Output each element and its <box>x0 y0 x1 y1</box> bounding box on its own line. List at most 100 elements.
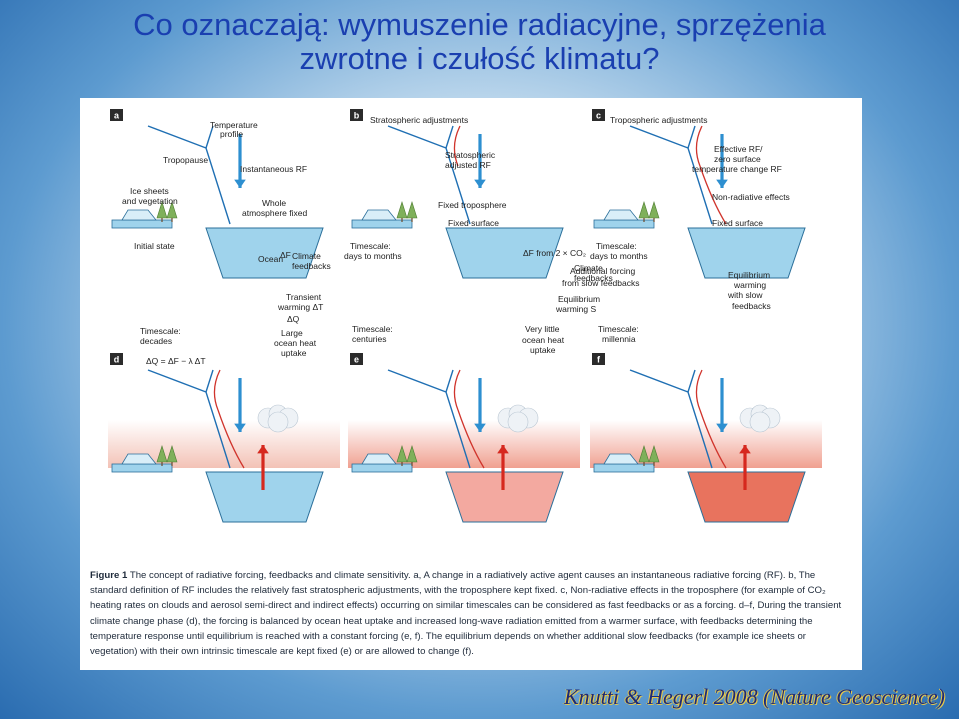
panel-e-profile-red-low <box>457 409 485 469</box>
panel-e-label-3: Equilibrium <box>558 294 600 304</box>
panel-f-profile-red <box>695 369 703 411</box>
panel-a-land <box>111 219 173 229</box>
panel-b-profile-strat <box>445 125 454 149</box>
panel-e-ocean <box>445 471 564 523</box>
panel-c-tree-2 <box>648 200 660 219</box>
panel-b-tree-2 <box>406 200 418 219</box>
panel-c-profile-strat <box>687 125 696 149</box>
panel-a-label-3: Instantaneous RF <box>240 164 307 174</box>
panel-f-ice-sheet <box>603 453 639 465</box>
panel-a-letter: a <box>114 111 120 121</box>
panel-d-land <box>111 463 173 473</box>
panel-d-profile-red-low <box>217 409 245 469</box>
panel-e-label-2: feedbacks <box>574 273 613 283</box>
panel-e-ice-sheet <box>361 453 397 465</box>
panel-a-label-6: Whole <box>262 198 286 208</box>
panel-c-label-1: Effective RF/ <box>714 144 763 154</box>
panel-f-cloud-puff <box>749 411 771 433</box>
panel-c-land <box>593 219 655 229</box>
panel-b-label-1: Stratospheric <box>445 150 496 160</box>
panel-e-label-9: centuries <box>352 334 387 344</box>
panel-f-label-1: from slow feedbacks <box>562 278 639 288</box>
panel-e-label-6: ocean heat <box>522 335 565 345</box>
panel-a-label-0: Temperature <box>210 120 258 130</box>
panel-b-label-3: Fixed troposphere <box>438 200 507 210</box>
panel-c-letter-badge <box>592 109 605 121</box>
panel-d-letter: d <box>114 355 120 365</box>
panel-f-profile-red-low <box>699 409 727 469</box>
panel-d-label-0: ΔF <box>280 250 291 260</box>
panel-d-label-3: Transient <box>286 292 322 302</box>
panel-f-warming-arrow-head <box>739 445 751 454</box>
panel-e-warming-arrow-head <box>497 445 509 454</box>
panel-f-label-5: feedbacks <box>732 301 771 311</box>
caption-heading: Figure 1 <box>90 570 128 581</box>
panel-d-label-11: ΔQ = ΔF − λ ΔT <box>146 356 206 366</box>
panel-f-label-7: millennia <box>602 334 636 344</box>
panel-f-profile-strat <box>687 369 696 393</box>
panel-a-profile-strat <box>205 125 214 149</box>
panel-a-label-7: atmosphere fixed <box>242 208 307 218</box>
panel-a-forcing-arrow-head <box>234 179 246 188</box>
panel-a-label-8: Initial state <box>134 241 175 251</box>
panel-b-land <box>351 219 413 229</box>
panel-b-label-5: Timescale: <box>350 241 391 251</box>
panel-e-letter-badge <box>350 353 363 365</box>
panel-c-label-4: Non-radiative effects <box>712 192 790 202</box>
panel-e-label-0: ΔF from 2 × CO₂ <box>523 248 586 258</box>
panel-b-profile-red <box>453 125 461 167</box>
panel-a-ocean <box>205 227 324 279</box>
panel-f-label-6: Timescale: <box>598 324 639 334</box>
panel-d-label-9: Timescale: <box>140 326 181 336</box>
panel-f-label-2: Equilibrium <box>728 270 770 280</box>
panel-d-label-5: ΔQ <box>287 314 300 324</box>
panel-e-letter: e <box>354 355 359 365</box>
panel-e-forcing-arrow-head <box>474 423 486 432</box>
panel-d-profile-red <box>213 369 221 411</box>
panel-c-label-7: days to months <box>590 251 648 261</box>
panel-b-label-6: days to months <box>344 251 402 261</box>
citation-credit: Knutti & Hegerl 2008 (Nature Geoscience) <box>563 684 945 709</box>
panel-c-letter: c <box>596 111 601 121</box>
panel-d-label-10: decades <box>140 336 172 346</box>
panel-e-label-7: uptake <box>530 345 556 355</box>
panel-b-label-2: adjusted RF <box>445 160 491 170</box>
panel-c-label-3: temperature change RF <box>692 164 782 174</box>
panel-d-forcing-arrow-head <box>234 423 246 432</box>
panel-d-label-8: uptake <box>281 348 307 358</box>
panel-f-label-4: with slow <box>727 290 763 300</box>
panel-b-label-4: Fixed surface <box>448 218 499 228</box>
panel-d-label-4: warming ΔT <box>277 302 323 312</box>
panel-b-forcing-arrow-head <box>474 179 486 188</box>
panel-f-letter-badge <box>592 353 605 365</box>
panel-a-label-4: Ice sheets <box>130 186 169 196</box>
panel-e-label-1: Climate <box>574 263 603 273</box>
panel-a-label-2: Tropopause <box>163 155 208 165</box>
panel-a-label-9: Ocean <box>258 254 283 264</box>
panel-f-cloud <box>739 404 781 433</box>
panel-d-label-1: Climate <box>292 251 321 261</box>
panel-a-label-1: profile <box>220 129 243 139</box>
panel-d-cloud <box>257 404 299 433</box>
panel-a-ice-sheet <box>121 209 157 221</box>
panel-b-tree-1 <box>396 200 408 219</box>
panel-e-cloud <box>497 404 539 433</box>
panel-e-label-5: Very little <box>525 324 560 334</box>
panel-d-ocean <box>205 471 324 523</box>
panel-e-cloud-puff <box>507 411 529 433</box>
panel-c-profile-red-low <box>699 165 727 225</box>
panel-a-label-5: and vegetation <box>122 196 178 206</box>
figure-caption: Figure 1 The concept of radiative forcin… <box>90 568 852 659</box>
panel-d-warming-arrow-head <box>257 445 269 454</box>
panel-e-profile-red <box>453 369 461 411</box>
panel-f-label-0: Additional forcing <box>570 266 635 276</box>
title-line-2: zwrotne i czułość klimatu? <box>299 41 660 76</box>
caption-text: The concept of radiative forcing, feedba… <box>90 570 842 658</box>
panel-d-ice-sheet <box>121 453 157 465</box>
panel-d-label-6: Large <box>281 328 303 338</box>
panel-b-letter: b <box>354 111 360 121</box>
slide-title: Co oznaczają: wymuszenie radiacyjne, spr… <box>0 8 959 76</box>
panel-e-label-4: warming S <box>555 304 596 314</box>
